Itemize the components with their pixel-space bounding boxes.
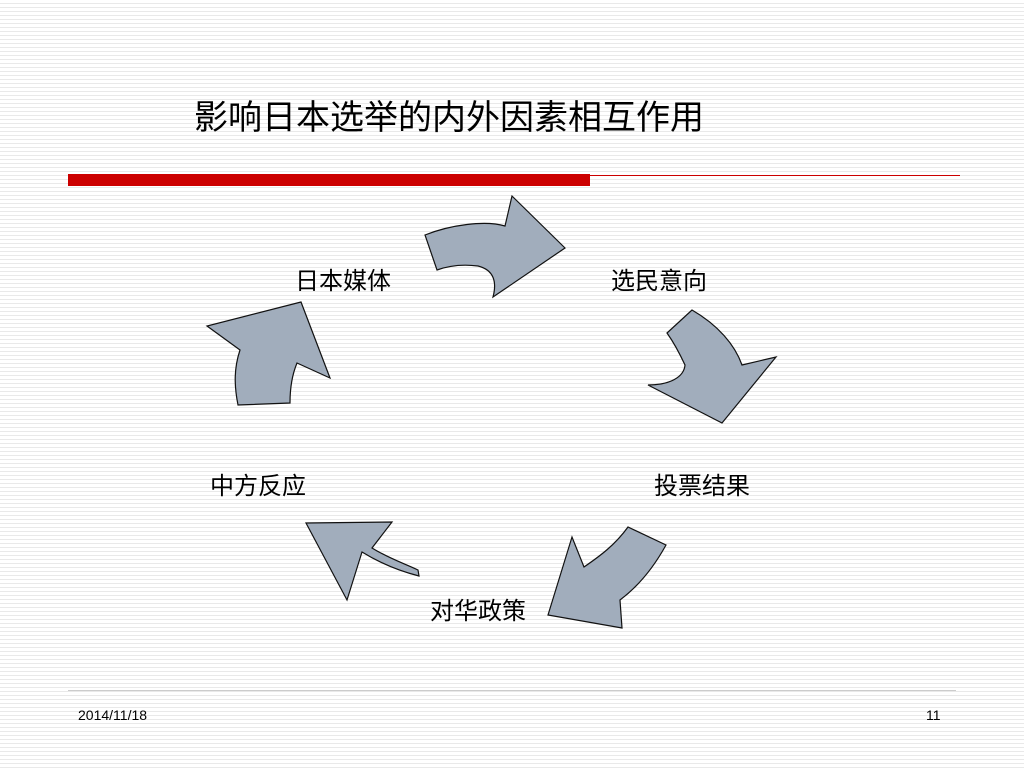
- title-rule-thick: [68, 174, 590, 186]
- node-election-result: 投票结果: [654, 472, 750, 500]
- node-voter-intention: 选民意向: [611, 267, 707, 295]
- node-china-policy: 对华政策: [430, 597, 526, 625]
- footer-divider: [68, 690, 956, 691]
- node-japan-media: 日本媒体: [295, 267, 391, 295]
- footer-date: 2014/11/18: [78, 707, 148, 723]
- cycle-arrow-media-to-voters: [424, 194, 566, 299]
- cycle-arrow-results-to-policy: [547, 526, 667, 629]
- cycle-arrow-response-to-media: [205, 301, 332, 406]
- page-title: 影响日本选举的内外因素相互作用: [194, 98, 704, 138]
- title-rule-thin: [590, 175, 960, 176]
- cycle-arrow-voters-to-results: [647, 309, 778, 424]
- cycle-arrow-policy-to-response: [305, 521, 420, 602]
- node-china-response: 中方反应: [210, 472, 306, 500]
- page-number: 11: [926, 707, 941, 723]
